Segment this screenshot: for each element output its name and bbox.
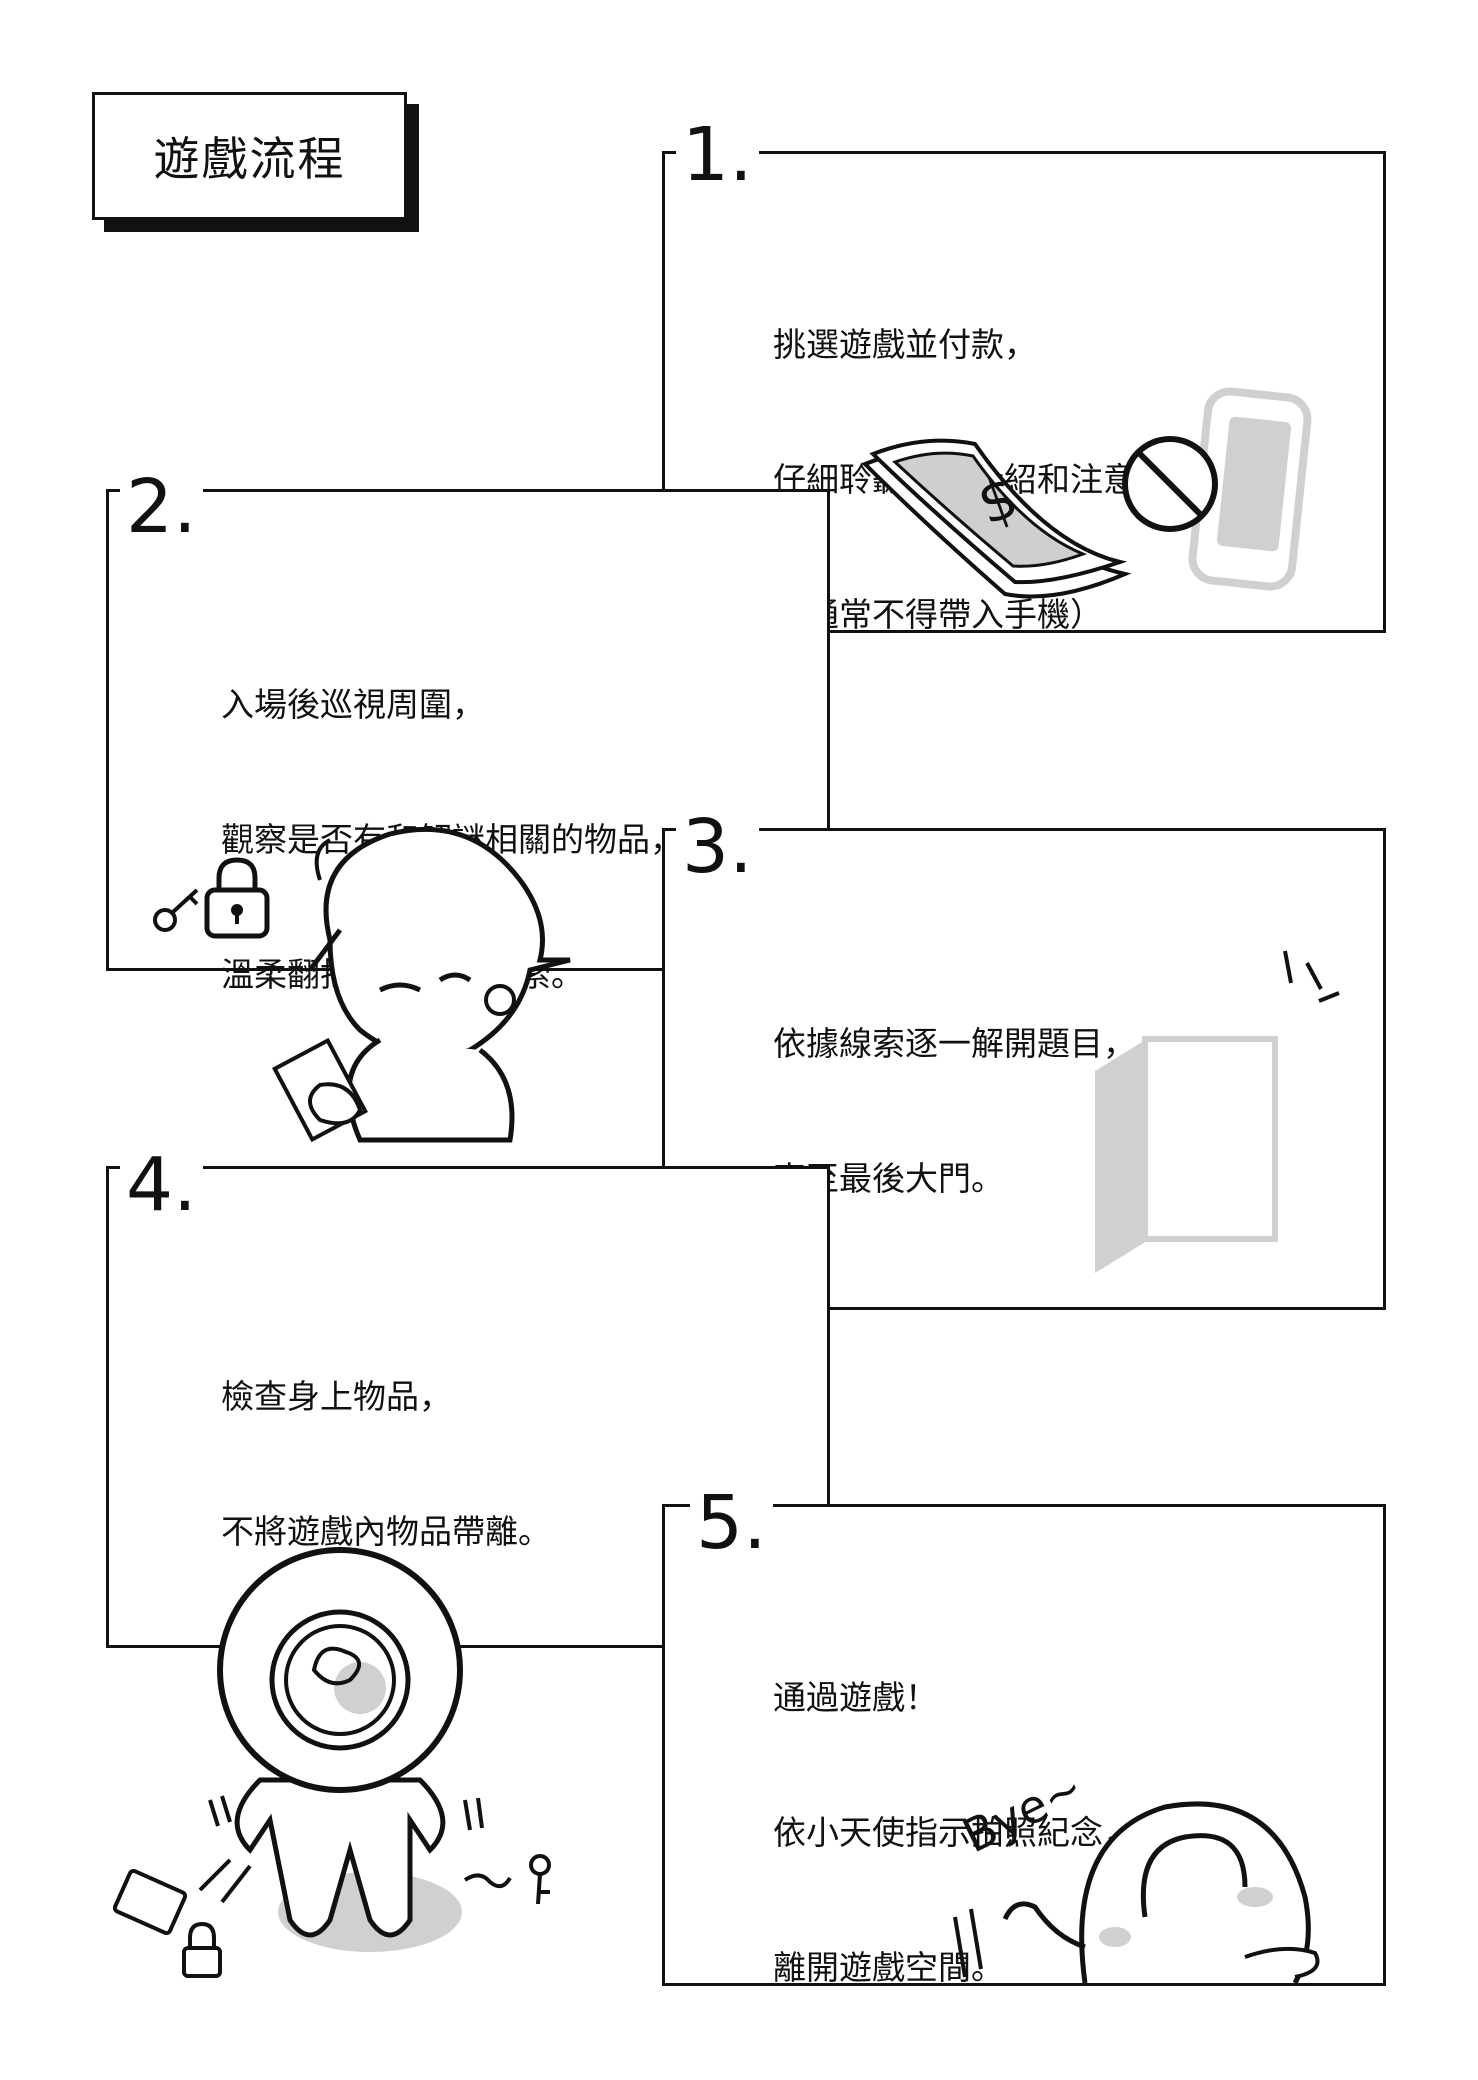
no-phone-icon: [1122, 387, 1312, 591]
round-character: [112, 1547, 551, 1978]
step-4-line: 檢查身上物品，: [221, 1377, 452, 1416]
money-icon: $: [861, 438, 1132, 599]
step-4-number: 4.: [120, 1148, 203, 1222]
waving-character: Bye~: [953, 1760, 1320, 1985]
step-2-number: 2.: [120, 470, 203, 544]
step-4-text: 檢查身上物品， 不將遊戲內物品帶離。: [221, 1284, 551, 1644]
step-3-number: 3.: [676, 810, 759, 884]
step-5-line: 離開遊戲空間。: [773, 1948, 1004, 1987]
page-title: 遊戲流程: [153, 132, 346, 186]
key-icon: [153, 888, 199, 932]
step-5-panel: 通過遊戲！ 依小天使指示拍照紀念， 離開遊戲空間。 Bye~: [662, 1504, 1386, 1987]
step-5-line: 依小天使指示拍照紀念，: [773, 1813, 1136, 1852]
step-2-line: 入場後巡視周圍，: [221, 685, 485, 724]
title-frame: 遊戲流程: [92, 92, 407, 220]
bye-text: Bye~: [955, 1760, 1092, 1864]
padlock-icon: [204, 857, 270, 939]
step-3-line: 依據線索逐一解開題目，: [773, 1024, 1136, 1063]
page-title-box: 遊戲流程: [92, 92, 419, 232]
step-1-line: 挑選遊戲並付款，: [773, 325, 1037, 364]
step-5-number: 5.: [690, 1486, 773, 1560]
step-1-number: 1.: [676, 118, 759, 192]
character: [272, 826, 571, 1143]
step-5-text: 通過遊戲！ 依小天使指示拍照紀念， 離開遊戲空間。: [773, 1585, 1136, 2080]
step-4-line: 不將遊戲內物品帶離。: [221, 1512, 551, 1551]
step-5-line: 通過遊戲！: [773, 1678, 938, 1717]
door-icon: [1095, 950, 1340, 1273]
